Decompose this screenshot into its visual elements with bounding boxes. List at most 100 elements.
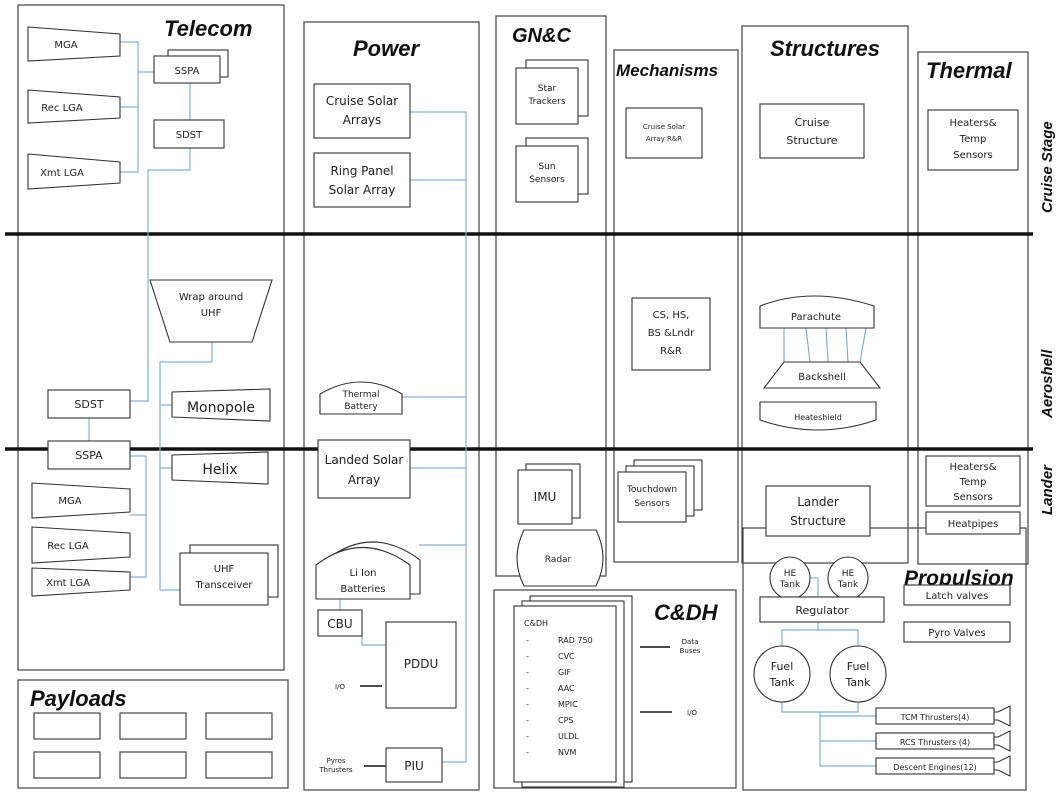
sdst-box-cruise: [153, 119, 225, 149]
parachute-shape: [759, 295, 875, 329]
wire-parachute-backshell-3: [825, 327, 829, 363]
wire-parachute-backshell-2: [805, 327, 811, 363]
li-ion-label-1: Li Ion: [350, 568, 377, 579]
thermal-battery-shape: [319, 381, 403, 415]
cdh-item: MPIC: [558, 700, 578, 709]
cruise-solar-array-rr-label-2: Array R&R: [646, 135, 682, 143]
touchdown-label-1: Touchdown: [626, 485, 677, 495]
rcs-thrusters-label: RCS Thrusters (4): [900, 738, 970, 747]
cdh-card-front: [513, 605, 617, 783]
landed-solar-array-box: [317, 439, 411, 499]
power-panel: [303, 21, 480, 791]
cs-hs-label-2: BS &Lndr: [648, 328, 695, 339]
sdst-label: SDST: [176, 130, 203, 141]
pyro-valves-label: Pyro Valves: [928, 628, 985, 639]
xmt-lga-antenna-cruise: [27, 153, 121, 190]
li-ion-label-2: Batteries: [340, 584, 385, 595]
fuel-tank-2-label-1: Fuel: [847, 660, 870, 673]
cdh-io-label: I/O: [687, 709, 697, 717]
he-tank-1-label-2: Tank: [779, 580, 801, 590]
mga-lander-label: MGA: [58, 496, 81, 507]
parachute-label: Parachute: [791, 312, 841, 323]
pyro-valves-box: [903, 621, 1011, 643]
cdh-panel-title: C&DH: [654, 600, 719, 625]
cs-hs-label-3: R&R: [660, 346, 682, 357]
payloads-panel: [17, 679, 289, 789]
wire-cbu-pddu: [361, 636, 386, 646]
he-tank-2-label-1: HE: [842, 569, 855, 579]
cdh-item-dash: -: [526, 636, 529, 645]
payloads-title: Payloads: [30, 686, 127, 711]
sdst-lander-label: SDST: [74, 398, 103, 411]
wire-sdst-cruise-to-lander: [130, 148, 191, 402]
regulator-label: Regulator: [795, 604, 849, 617]
piu-label: PIU: [404, 759, 424, 773]
sun-sensors-label-1: Sun: [538, 162, 555, 172]
latch-valves-label: Latch valves: [926, 591, 989, 602]
xmt-lga-label: Xmt LGA: [40, 168, 84, 179]
telecom-title: Telecom: [164, 16, 252, 41]
cdh-panel: [493, 589, 737, 789]
sspa-label: SSPA: [175, 66, 200, 77]
cdh-items-list: -RAD 750-CVC-GIF-AAC-MPIC-CPS-ULDL-NVM: [526, 636, 593, 757]
sspa-box-lander: [47, 440, 131, 470]
cdh-item: NVM: [558, 748, 576, 757]
lander-heaters-label-2: Temp: [959, 477, 987, 488]
cdh-item: GIF: [558, 668, 572, 677]
ring-panel-label-1: Ring Panel: [330, 164, 393, 178]
sspa-lander-label: SSPA: [75, 449, 103, 462]
landed-solar-label-2: Array: [348, 473, 380, 487]
cruise-heaters-label-2: Temp: [959, 134, 987, 145]
wire-parachute-backshell-5: [859, 327, 867, 363]
cruise-heaters-label-1: Heaters&: [950, 118, 997, 129]
cruise-solar-array-rr-label-1: Cruise Solar: [643, 123, 685, 131]
power-title: Power: [353, 36, 420, 61]
cruise-solar-arrays-box: [313, 83, 411, 139]
cdh-item-dash: -: [526, 684, 529, 693]
helix-label: Helix: [202, 462, 237, 478]
xmt-lga-antenna-lander: [31, 567, 131, 597]
tcm-thrusters-label: TCM Thrusters(4): [900, 713, 970, 722]
star-trackers-label-2: Trackers: [527, 97, 565, 107]
rec-lga-antenna-cruise: [27, 89, 121, 124]
cdh-item-dash: -: [526, 668, 529, 677]
piu-box: [385, 747, 443, 783]
ring-panel-solar-array-box: [313, 152, 411, 208]
tcm-nozzle-icon: [993, 705, 1011, 727]
mechanisms-title: Mechanisms: [616, 61, 718, 80]
lander-heaters-box: [925, 455, 1021, 507]
data-buses-label-1: Data: [682, 638, 699, 646]
uhf-transceiver-label-1: UHF: [214, 564, 235, 575]
fuel-tank-1-label-2: Tank: [769, 676, 796, 689]
wire-fuel-descent: [819, 712, 876, 767]
monopole-label: Monopole: [187, 400, 255, 416]
thermal-panel: [917, 51, 1029, 565]
telecom-panel: [17, 4, 285, 671]
cdh-item-dash: -: [526, 748, 529, 757]
heatpipes-label: Heatpipes: [948, 519, 999, 530]
aeroshell-stage-label: Aeroshell: [1039, 349, 1056, 419]
descent-nozzle-icon: [993, 755, 1011, 777]
structures-panel: [741, 25, 909, 564]
imu-label: IMU: [534, 490, 557, 504]
descent-engines-label: Descent Engines(12): [893, 763, 976, 772]
payload-slot-5: [119, 751, 187, 779]
cdh-item: CPS: [558, 716, 574, 725]
latch-valves-box: [903, 584, 1011, 606]
propulsion-title: Propulsion: [904, 567, 1014, 590]
cdh-item-dash: -: [526, 652, 529, 661]
backshell-shape: [762, 361, 882, 389]
helix-antenna: [171, 451, 269, 485]
fuel-tank-2: [829, 645, 887, 703]
mga-label: MGA: [54, 40, 77, 51]
cdh-item: RAD 750: [558, 636, 593, 645]
li-ion-battery-front: [315, 547, 411, 600]
rec-lga-label: Rec LGA: [41, 103, 83, 114]
cbu-label: CBU: [327, 617, 352, 631]
imu-box: [517, 469, 573, 525]
pyros-label-1: Pyros: [326, 757, 345, 765]
uhf-transceiver-box: [179, 552, 269, 606]
he-tank-1-label-1: HE: [784, 569, 797, 579]
rec-lga-antenna-lander: [31, 526, 131, 564]
